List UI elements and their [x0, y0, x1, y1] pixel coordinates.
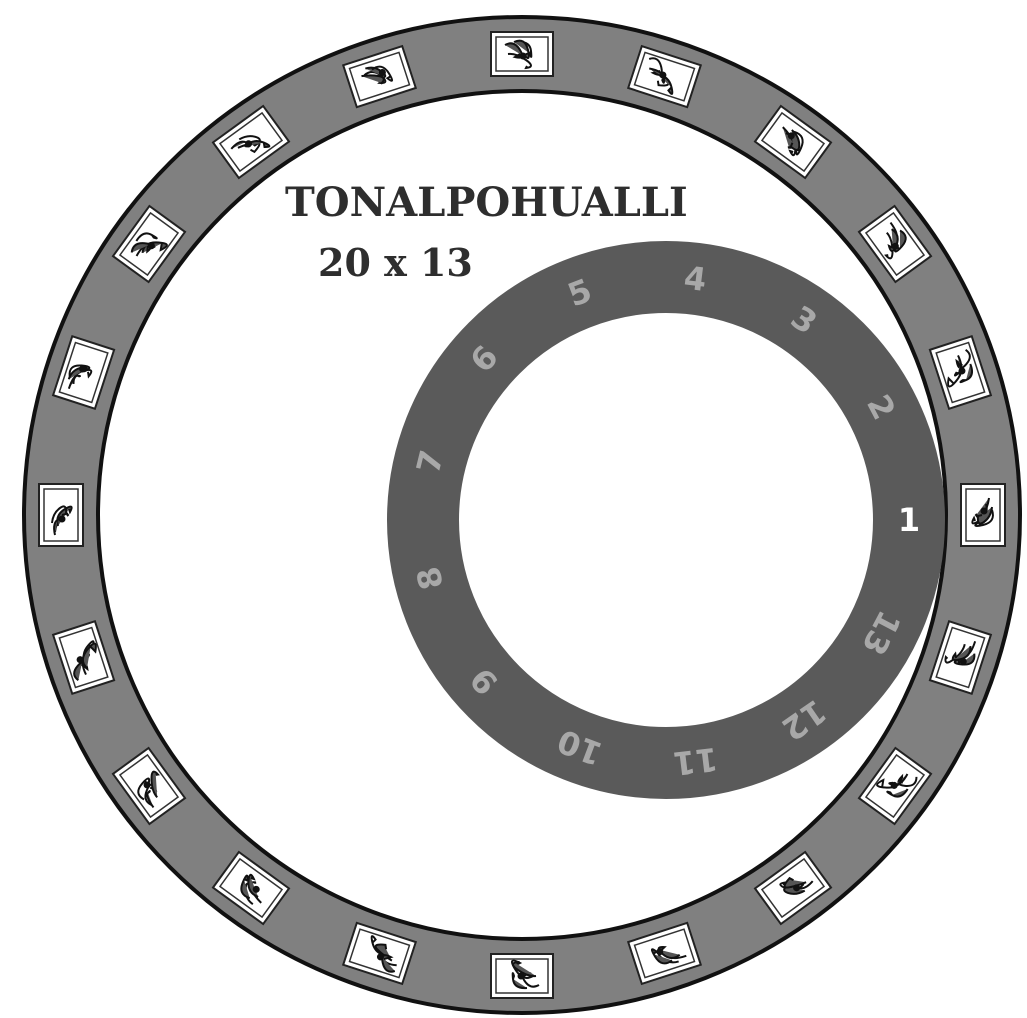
number-11: 11: [671, 740, 720, 783]
number-4: 4: [682, 259, 709, 299]
day-sign-glyph-11-icon: [39, 484, 83, 546]
diagram-subtitle: 20 x 13: [318, 240, 473, 285]
diagram-title: TONALPOHUALLI: [285, 179, 688, 226]
inner-band: [423, 277, 909, 763]
number-1: 1: [898, 501, 920, 539]
day-sign-glyph-16-icon: [491, 32, 553, 76]
outer-wheel: [24, 17, 1020, 1013]
day-sign-glyph-6-icon: [491, 954, 553, 998]
day-sign-glyph-1-icon: [961, 484, 1005, 546]
